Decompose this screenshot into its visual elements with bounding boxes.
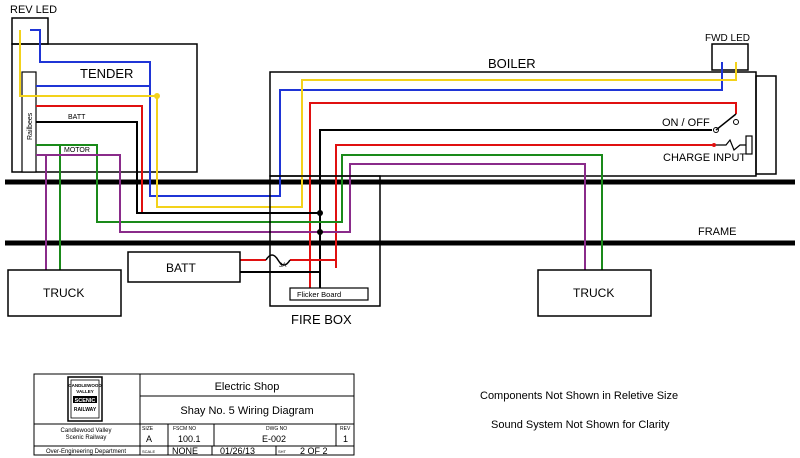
boiler-front <box>755 75 777 175</box>
fwd-led-label: FWD LED <box>705 33 750 44</box>
fuse-label: 3A <box>279 263 286 269</box>
note-sound-system: Sound System Not Shown for Clarity <box>491 419 670 431</box>
note-relative-size: Components Not Shown in Reletive Size <box>480 390 678 402</box>
title-block <box>33 373 355 456</box>
junction-dot <box>317 229 323 235</box>
batt-wire-label: BATT <box>68 114 86 121</box>
truck-left-label: TRUCK <box>43 286 84 300</box>
scale-value: NONE <box>172 446 198 456</box>
truck-right-label: TRUCK <box>573 286 614 300</box>
date-value: 01/26/13 <box>220 446 255 456</box>
rev-led-label: REV LED <box>10 4 57 16</box>
rev-value: 1 <box>343 434 348 444</box>
truck-left-box <box>7 269 122 317</box>
org-line1: Candlewood Valley <box>61 428 112 434</box>
fwd-led <box>711 43 749 71</box>
size-value: A <box>146 434 152 444</box>
drawing-title: Shay No. 5 Wiring Diagram <box>180 405 313 417</box>
wire-black <box>36 121 712 290</box>
org-line2: Scenic Railway <box>66 435 107 441</box>
wire-blue <box>30 29 723 197</box>
junction-dot <box>154 93 160 99</box>
frame-label: FRAME <box>698 226 737 238</box>
railway-logo: CANDLEWOOD VALLEY SCENIC RAILWAY <box>67 376 103 422</box>
motor-wire-label: MOTOR <box>64 147 90 154</box>
flicker-board-label: Flicker Board <box>297 290 341 299</box>
charge-jack <box>745 135 753 155</box>
fscm-value: 100.1 <box>178 434 201 444</box>
charge-jack-contacts <box>712 138 746 151</box>
rev-led <box>11 17 49 45</box>
wire-batt-red <box>240 259 337 268</box>
switch-contact <box>713 127 719 133</box>
batt-box-label: BATT <box>166 261 196 275</box>
junction-dot <box>317 210 323 216</box>
boiler-label: BOILER <box>488 56 536 71</box>
flicker-board <box>289 287 369 301</box>
fire-box-label: FIRE BOX <box>291 312 352 327</box>
sheet-value: 2 OF 2 <box>300 446 328 456</box>
shop-name: Electric Shop <box>215 381 280 393</box>
wire-green <box>36 144 603 270</box>
fire-box <box>269 175 381 307</box>
on-off-label: ON / OFF <box>662 117 710 129</box>
size-label: SIZE <box>142 426 154 432</box>
truck-right-box <box>537 269 652 317</box>
logo-line2: VALLEY <box>76 389 93 394</box>
wire-red <box>36 102 737 290</box>
logo-line3: SCENIC <box>75 398 96 404</box>
switch-lever <box>715 113 737 131</box>
charge-input-label: CHARGE INPUT <box>663 152 746 164</box>
rev-label: REV <box>340 426 351 432</box>
tender-label: TENDER <box>80 66 133 81</box>
department: Over-Engineering Department <box>46 449 126 455</box>
dwg-label: DWG NO <box>266 426 287 432</box>
fscm-label: FSCM NO <box>173 426 196 432</box>
charge-contact <box>712 143 716 147</box>
logo-line1: CANDLEWOOD <box>68 383 102 388</box>
scale-label: SCALE <box>142 449 155 454</box>
sht-label: SHT <box>278 449 287 454</box>
tender-box <box>11 43 198 173</box>
switch-contact <box>733 119 739 125</box>
logo-line4: RAILWAY <box>74 407 97 413</box>
batt-box <box>127 251 241 283</box>
dwg-value: E-002 <box>262 434 286 444</box>
wire-purple <box>36 154 586 270</box>
railbees-label: Railbees <box>27 112 34 140</box>
